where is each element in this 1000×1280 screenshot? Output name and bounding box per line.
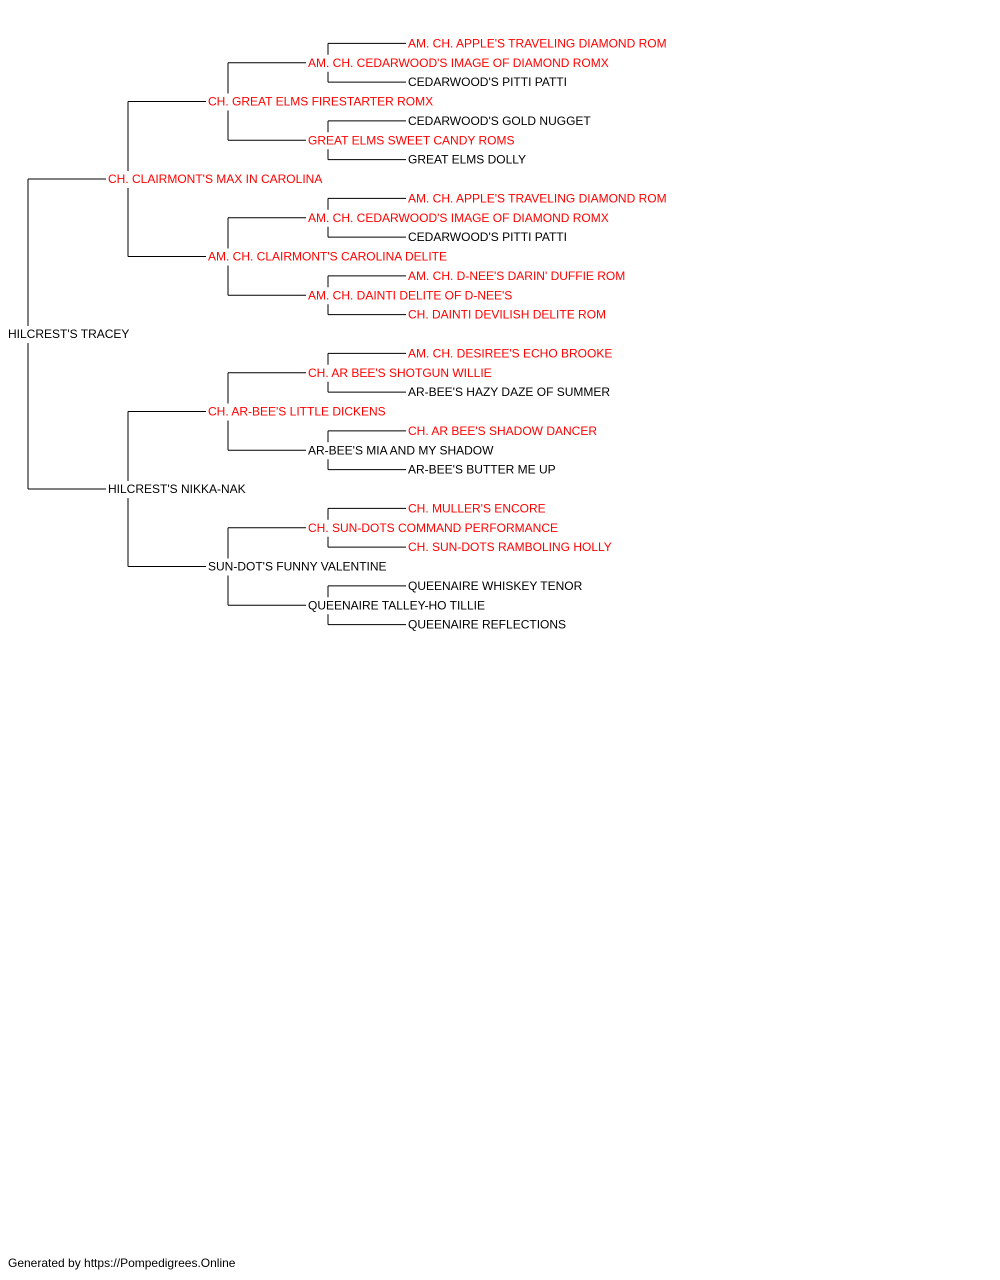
dog-dam: HILCREST'S NIKKA-NAK — [108, 482, 246, 496]
dog-sire-sire-sire-dam: CEDARWOOD'S PITTI PATTI — [408, 75, 567, 89]
dog-dam-sire-sire-dam: AR-BEE'S HAZY DAZE OF SUMMER — [408, 385, 610, 399]
dog-sire-dam-sire-dam: CEDARWOOD'S PITTI PATTI — [408, 230, 567, 244]
dog-sire-dam-sire-sire: AM. CH. APPLE'S TRAVELING DIAMOND ROM — [408, 191, 667, 205]
dog-dam-dam-dam-dam: QUEENAIRE REFLECTIONS — [408, 618, 566, 632]
dog-sire-sire-dam: GREAT ELMS SWEET CANDY ROMS — [308, 133, 514, 147]
dog-dam-sire-sire-sire: AM. CH. DESIREE'S ECHO BROOKE — [408, 346, 612, 360]
footer-credit: Generated by https://Pompedigrees.Online — [8, 1256, 236, 1270]
dog-sire-sire-dam-dam: GREAT ELMS DOLLY — [408, 153, 526, 167]
dog-dam-dam: SUN-DOT'S FUNNY VALENTINE — [208, 560, 387, 574]
dog-sire-dam-sire: AM. CH. CEDARWOOD'S IMAGE OF DIAMOND ROM… — [308, 211, 609, 225]
dog-sire-sire-dam-sire: CEDARWOOD'S GOLD NUGGET — [408, 114, 591, 128]
dog-sire-sire-sire-sire: AM. CH. APPLE'S TRAVELING DIAMOND ROM — [408, 36, 667, 50]
dog-sire: CH. CLAIRMONT'S MAX IN CAROLINA — [108, 172, 322, 186]
dog-sire-sire: CH. GREAT ELMS FIRESTARTER ROMX — [208, 95, 433, 109]
dog-dam-dam-dam: QUEENAIRE TALLEY-HO TILLIE — [308, 598, 485, 612]
dog-sire-dam-dam-dam: CH. DAINTI DEVILISH DELITE ROM — [408, 308, 606, 322]
dog-dam-sire-sire: CH. AR BEE'S SHOTGUN WILLIE — [308, 366, 492, 380]
dog-dam-sire: CH. AR-BEE'S LITTLE DICKENS — [208, 405, 386, 419]
dog-sire-sire-sire: AM. CH. CEDARWOOD'S IMAGE OF DIAMOND ROM… — [308, 56, 609, 70]
dog-dam-dam-sire: CH. SUN-DOTS COMMAND PERFORMANCE — [308, 521, 558, 535]
dog-dam-sire-dam-dam: AR-BEE'S BUTTER ME UP — [408, 463, 556, 477]
dog-sire-dam-dam-sire: AM. CH. D-NEE'S DARIN' DUFFIE ROM — [408, 269, 625, 283]
dog-sire-dam: AM. CH. CLAIRMONT'S CAROLINA DELITE — [208, 250, 447, 264]
dog-dam-dam-dam-sire: QUEENAIRE WHISKEY TENOR — [408, 579, 583, 593]
dog-dam-sire-dam: AR-BEE'S MIA AND MY SHADOW — [308, 443, 494, 457]
dog-sire-dam-dam: AM. CH. DAINTI DELITE OF D-NEE'S — [308, 288, 512, 302]
dog-dam-sire-dam-sire: CH. AR BEE'S SHADOW DANCER — [408, 424, 597, 438]
dog: HILCREST'S TRACEY — [8, 327, 129, 341]
dog-dam-dam-sire-sire: CH. MULLER'S ENCORE — [408, 501, 546, 515]
pedigree-tree: HILCREST'S TRACEY CH. CLAIRMONT'S MAX IN … — [8, 36, 667, 632]
dog-dam-dam-sire-dam: CH. SUN-DOTS RAMBOLING HOLLY — [408, 540, 612, 554]
